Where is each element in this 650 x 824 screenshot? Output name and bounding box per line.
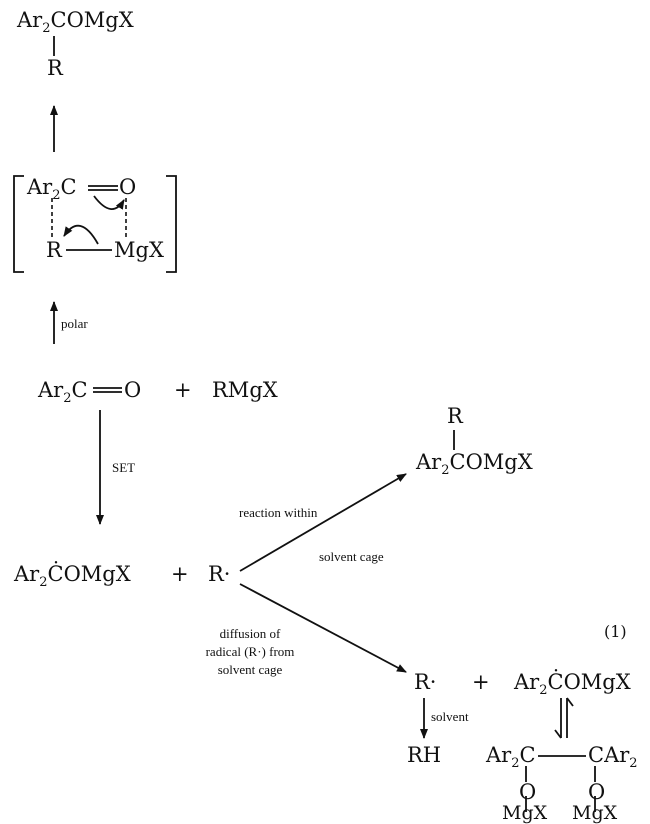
pinacolate-right-oxygen: O bbox=[588, 780, 606, 804]
curved-arrow-r-to-carbon bbox=[63, 224, 99, 245]
ts-left-bracket bbox=[13, 175, 24, 273]
arrow-diffusion bbox=[239, 583, 407, 673]
cage-reaction-label-bottom: solvent cage bbox=[319, 549, 384, 564]
pinacolate-left-carbon: Ar2C bbox=[486, 743, 536, 772]
ketyl-radical: Ar2ĊOMgX bbox=[14, 562, 131, 591]
diffusion-label-line3: solvent cage bbox=[217, 662, 283, 677]
ts-right-bracket bbox=[166, 175, 177, 273]
solvent-label: solvent bbox=[431, 709, 469, 724]
top-product-substituent: R bbox=[47, 56, 63, 80]
radical-pair-plus: + bbox=[171, 562, 189, 586]
ts-metal: MgX bbox=[114, 238, 164, 262]
reactant-ketone: Ar2C bbox=[38, 378, 88, 407]
equilibrium-arrow-up-head bbox=[566, 697, 574, 707]
pinacolate-right-carbon: CAr2 bbox=[588, 743, 638, 772]
cage-product-substituent: R bbox=[447, 404, 463, 428]
ts-oxygen: O bbox=[119, 175, 137, 199]
cage-product-formula: Ar2COMgX bbox=[416, 450, 533, 479]
diffusion-label-line2: radical (R·) from bbox=[205, 644, 295, 659]
reactant-ketone-oxygen: O bbox=[124, 378, 142, 402]
top-product-formula: Ar2COMgX bbox=[17, 8, 134, 37]
ts-r-group: R bbox=[46, 238, 62, 262]
curved-arrow-bond-to-oxygen bbox=[93, 195, 125, 210]
set-label: SET bbox=[112, 460, 136, 475]
arrow-cage-reaction bbox=[239, 473, 407, 572]
ts-carbon-group: Ar2C bbox=[27, 175, 77, 204]
reactant-plus: + bbox=[174, 378, 192, 402]
equation-number: (1) bbox=[604, 622, 627, 641]
diffusion-label-line1: diffusion of bbox=[219, 626, 281, 641]
pinacolate-left-oxygen: O bbox=[519, 780, 537, 804]
polar-label: polar bbox=[61, 316, 88, 331]
equilibrium-arrow-down-head bbox=[554, 729, 562, 739]
escaped-ketyl: Ar2ĊOMgX bbox=[514, 670, 631, 699]
alkyl-radical: R· bbox=[208, 562, 231, 586]
reactant-grignard: RMgX bbox=[212, 378, 278, 402]
escaped-plus: + bbox=[472, 670, 490, 694]
rh-product: RH bbox=[407, 743, 442, 767]
escaped-radical: R· bbox=[414, 670, 437, 694]
cage-reaction-label-top: reaction within bbox=[239, 505, 318, 520]
pinacolate-right-metal: MgX bbox=[572, 802, 618, 824]
pinacolate-left-metal: MgX bbox=[502, 802, 548, 824]
